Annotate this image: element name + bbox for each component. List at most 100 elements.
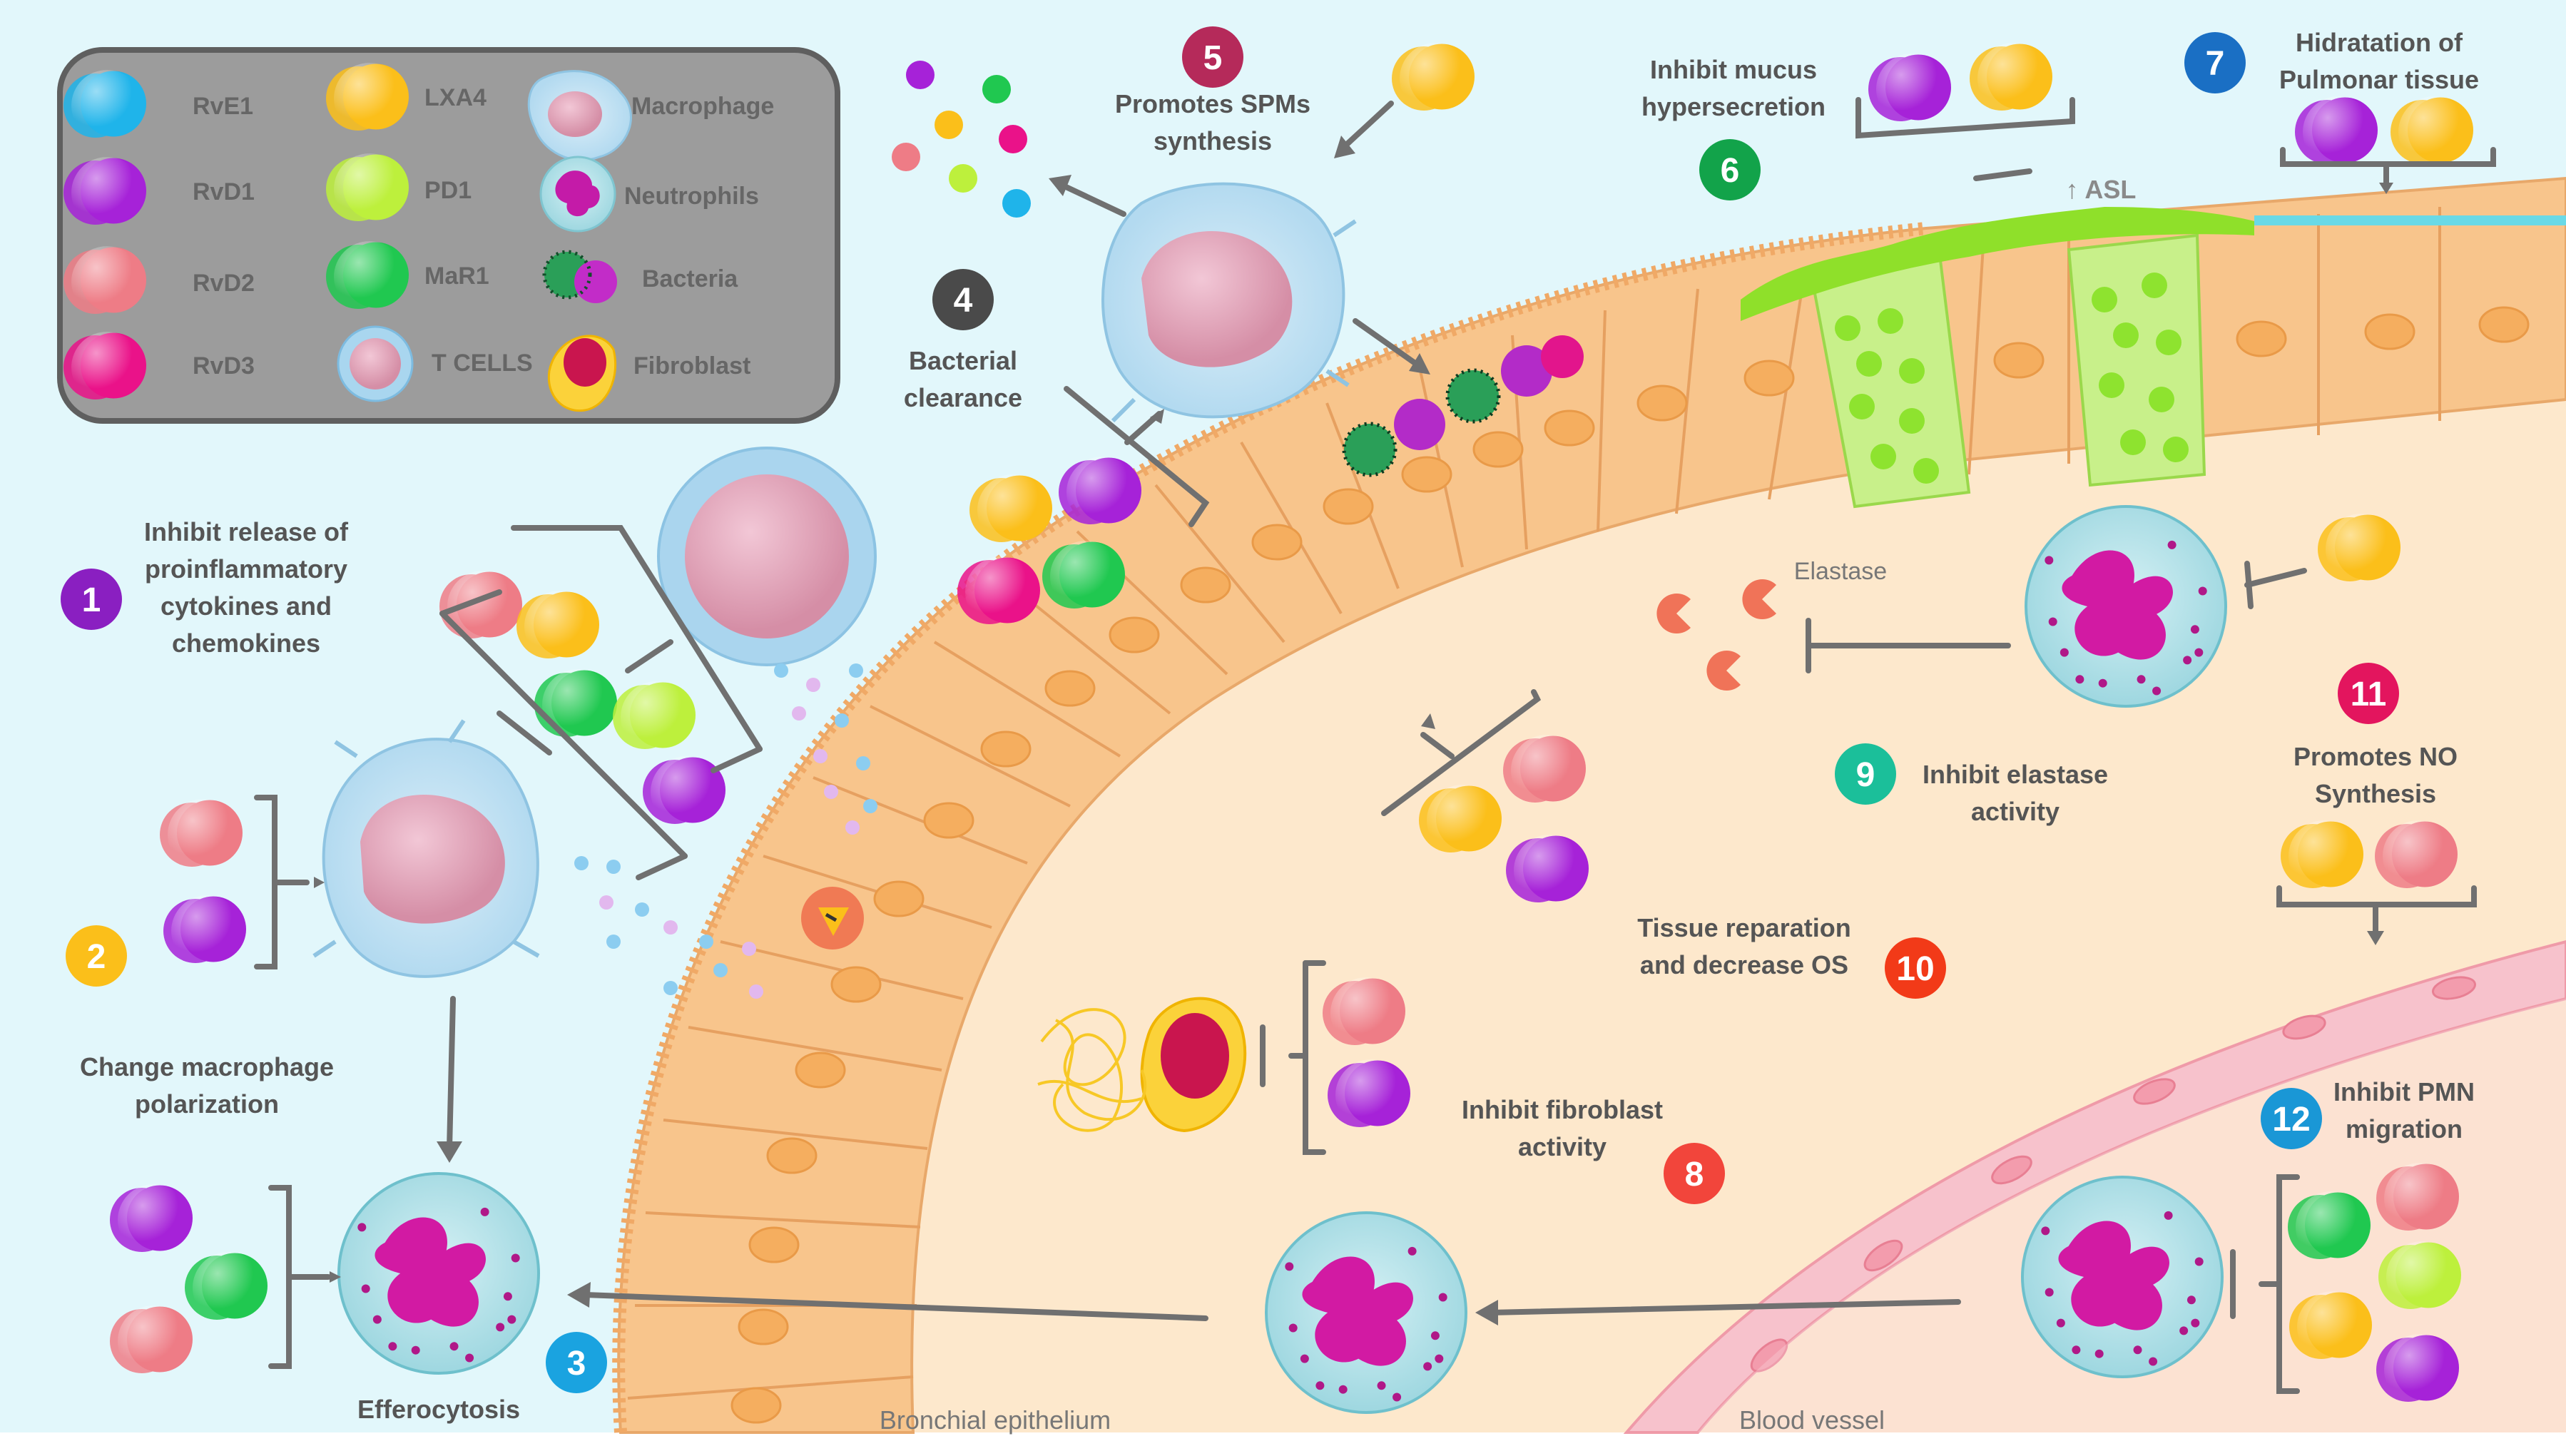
mediator-lxa4	[2318, 514, 2400, 585]
macrophage-left	[312, 719, 540, 978]
elastase-label: Elastase	[1793, 558, 1888, 585]
legend-lxa4-icon	[326, 63, 409, 134]
step-5-label: Promotes SPMs synthesis	[1114, 89, 1311, 156]
legend-label-macrophage: Macrophage	[631, 93, 775, 120]
neutrophil-elastase	[2025, 505, 2227, 708]
mediator-lxa4	[1392, 43, 1475, 114]
step-8-badge: 8	[1664, 1143, 1725, 1204]
step-12-number: 12	[2272, 1101, 2310, 1139]
mediator-rvd1	[163, 895, 246, 967]
blood-vessel-label: Blood vessel	[1738, 1405, 1885, 1435]
neutrophil-migrating	[1265, 1211, 1467, 1414]
elastase-fragments	[1656, 579, 1776, 691]
legend-label-pd1: PD1	[424, 177, 472, 204]
mediator-rvd2	[2376, 1163, 2459, 1234]
inhibition-marker	[801, 887, 864, 950]
arrow-heads	[314, 136, 2393, 1325]
mediator-lxa4	[2391, 96, 2473, 168]
cytokine-particles	[574, 663, 877, 999]
mediator-lxa4	[2289, 1291, 2372, 1363]
step-2-badge: 2	[66, 925, 127, 987]
legend-label-rve1: RvE1	[193, 93, 254, 120]
step-11-number: 11	[2351, 676, 2387, 713]
legend-label-rvd2: RvD2	[193, 270, 255, 297]
mediator-lxa4	[2281, 820, 2363, 892]
legend-label-fibroblast: Fibroblast	[633, 352, 751, 380]
step-3-label: Efferocytosis	[357, 1395, 521, 1424]
legend-mar1-icon	[326, 241, 409, 312]
mediator-mar1	[185, 1252, 268, 1323]
step-11-badge: 11	[2338, 663, 2399, 724]
mediator-lxa4	[1970, 43, 2052, 114]
white-margin-bottom	[0, 1432, 2566, 1456]
mediator-pd1	[2378, 1241, 2461, 1313]
step-2-number: 2	[87, 938, 106, 976]
legend-box	[57, 47, 840, 424]
legend-rvd3-icon	[63, 332, 146, 403]
asl-label: ↑ ASL	[2065, 175, 2137, 204]
endothelial-cells	[1750, 976, 2476, 1373]
legend-label-rvd1: RvD1	[193, 178, 255, 205]
connectors	[254, 97, 2496, 1394]
step-3-badge: 3	[546, 1332, 607, 1393]
step-8-number: 8	[1685, 1156, 1704, 1193]
legend-pd1-icon	[326, 153, 409, 225]
legend-rvd1-icon	[63, 157, 146, 228]
step-2-label: Change macrophage polarization	[79, 1052, 335, 1119]
legend-rvd2-icon	[63, 246, 146, 317]
mediator-lxa4	[969, 474, 1052, 546]
mediator-rvd1	[2295, 96, 2378, 168]
bronchial-epithelium-label: Bronchial epithelium	[879, 1405, 1111, 1435]
step-4-number: 4	[954, 282, 973, 320]
step-7-label: Hidratation of Pulmonar tissue	[2279, 28, 2480, 94]
collagen-fibers	[1037, 1008, 1147, 1132]
mediator-mar1	[2288, 1191, 2371, 1263]
step-9-label: Inhibit elastase activity	[1922, 760, 2109, 826]
step-1-label: Inhibit release of proinflammatory cytok…	[143, 517, 349, 658]
step-6-badge: 6	[1699, 139, 1761, 200]
bacteria-cluster	[1342, 335, 1584, 477]
macrophage-top	[1101, 182, 1357, 423]
mediator-rvd2	[439, 571, 522, 642]
mediator-rvd1	[1506, 835, 1589, 906]
step-5-number: 5	[1203, 39, 1223, 77]
legend-label-rvd3: RvD3	[193, 352, 255, 380]
legend-macrophage-icon	[527, 70, 632, 161]
mediator-rvd2	[160, 799, 243, 870]
mediator-rvd1	[110, 1184, 193, 1256]
mediator-rvd1	[1328, 1059, 1410, 1131]
legend-neutrophil-icon	[539, 156, 616, 233]
mediator-rvd1	[1059, 457, 1141, 528]
step-4-label: Bacterial clearance	[903, 346, 1023, 412]
mediator-rvd2	[2375, 820, 2458, 892]
cilia-edge	[612, 222, 1927, 1433]
mediator-lxa4	[516, 591, 599, 662]
step-10-label: Tissue reparation and decrease OS	[1637, 913, 1851, 979]
legend-tcell-icon	[337, 325, 414, 402]
step-1-number: 1	[82, 581, 101, 619]
legend-label-t-cells: T CELLS	[432, 350, 533, 377]
legend-label-lxa4: LXA4	[424, 84, 487, 111]
step-6-number: 6	[1721, 152, 1740, 190]
legend-label-mar1: MaR1	[424, 263, 489, 290]
step-4-badge: 4	[932, 269, 994, 330]
mediator-mar1	[534, 669, 617, 740]
mediator-mar1	[1042, 541, 1125, 612]
mediator-pd1	[613, 681, 696, 753]
neutrophil-pmn	[2021, 1176, 2224, 1378]
legend-label-neutrophils: Neutrophils	[624, 183, 759, 210]
legend-bacteria-icon	[542, 250, 617, 303]
legend-rve1-icon	[63, 70, 146, 141]
step-9-number: 9	[1856, 756, 1875, 794]
legend-fibroblast-icon	[547, 335, 617, 412]
legend-label-bacteria: Bacteria	[642, 265, 738, 292]
step-5-badge: 5	[1182, 26, 1243, 88]
step-12-label: Inhibit PMN migration	[2333, 1077, 2475, 1144]
step-10-badge: 10	[1885, 937, 1946, 999]
mediator-rvd3	[957, 556, 1040, 628]
step-6-label: Inhibit mucus hypersecretion	[1641, 55, 1826, 121]
step-8-label: Inhibit fibroblast activity	[1462, 1095, 1663, 1161]
blood-vessel-wall	[1623, 940, 2566, 1434]
step-12-badge: 12	[2261, 1088, 2322, 1149]
